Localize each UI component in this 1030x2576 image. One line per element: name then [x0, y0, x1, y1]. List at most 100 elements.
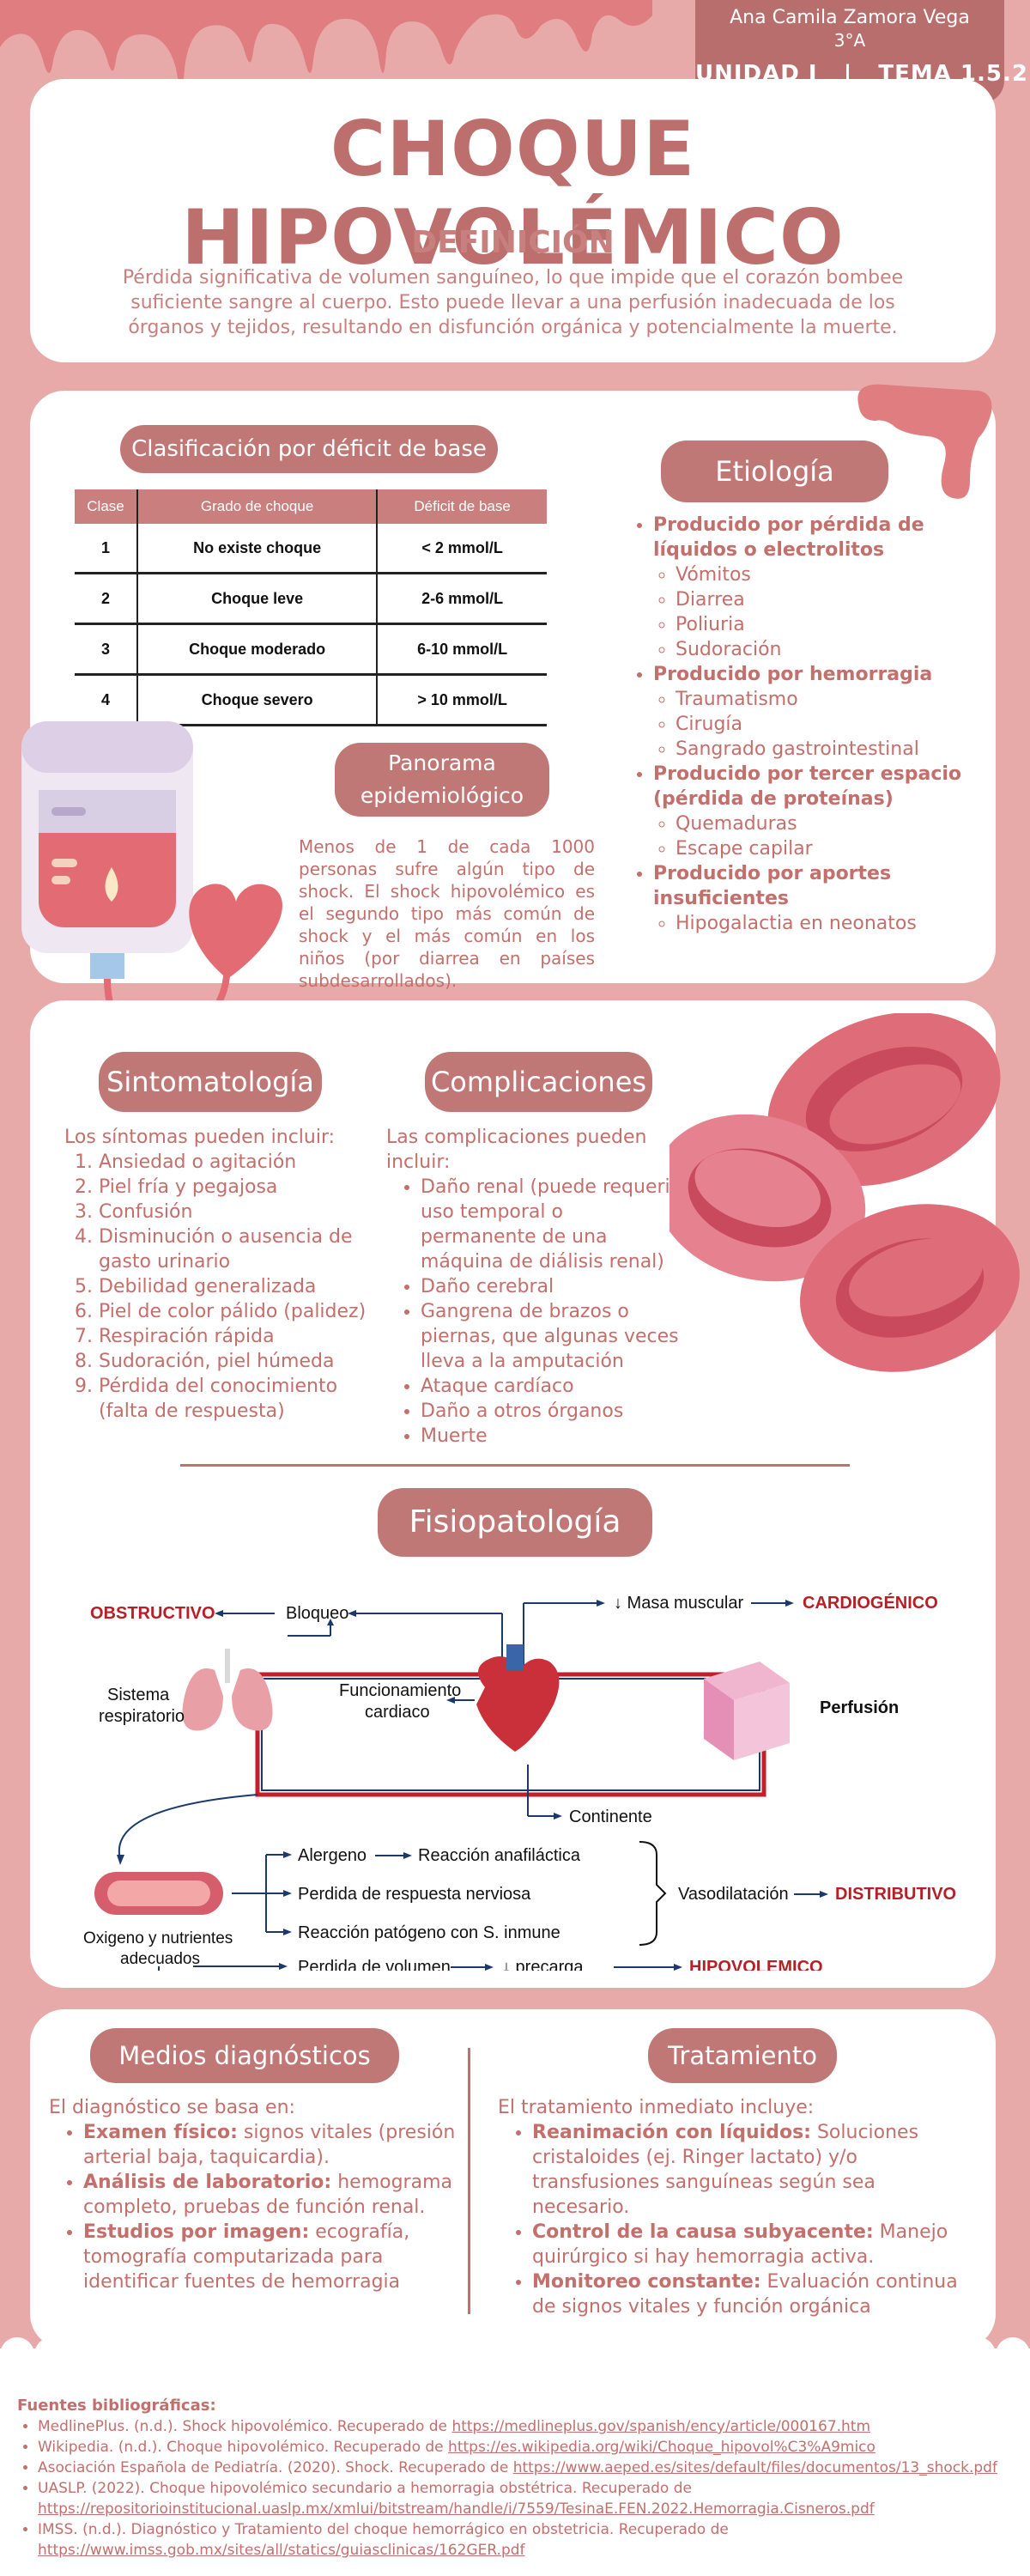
label-masa: ↓ Masa muscular: [614, 1594, 743, 1613]
list-item: Muerte: [421, 1424, 682, 1449]
etiology-group: Producido por tercer espacio (pérdida de…: [653, 762, 983, 861]
label-cardiogenico: CARDIOGÉNICO: [803, 1593, 938, 1613]
table-cell: 6-10 mmol/L: [376, 623, 547, 676]
list-item: Disminución o ausencia de gasto urinario: [99, 1224, 382, 1274]
etiology-list: Producido por pérdida de líquidos o elec…: [631, 513, 983, 936]
panorama-heading-line1: Panorama: [388, 750, 496, 775]
list-item: Debilidad generalizada: [99, 1274, 382, 1299]
physio-heading: Fisiopatología: [378, 1488, 652, 1557]
list-item: Sudoración, piel húmeda: [99, 1349, 382, 1374]
list-item: Respiración rápida: [99, 1324, 382, 1349]
label-sistema: Sistema: [107, 1686, 170, 1704]
label-patogeno: Reacción patógeno con S. inmune: [298, 1923, 560, 1942]
list-item: Cirugía: [676, 712, 983, 737]
etiology-group: Producido por aportes insuficientesHipog…: [653, 861, 983, 936]
list-item-bold: Examen físico:: [83, 2122, 238, 2143]
etiology-sublist: TraumatismoCirugíaSangrado gastrointesti…: [653, 687, 983, 762]
classification-card: Clasificación por déficit de base Clase …: [30, 391, 996, 991]
list-item-text: hemograma completo, pruebas de función r…: [83, 2172, 452, 2218]
label-continente: Continente: [569, 1807, 652, 1826]
list-item: Gangrena de brazos o piernas, que alguna…: [421, 1299, 682, 1374]
iv-bag-heart-illustration: [21, 721, 282, 1037]
label-hipovolemico: HIPOVOLEMICO: [689, 1958, 823, 1971]
reference-link[interactable]: https://www.imss.gob.mx/sites/all/static…: [38, 2542, 525, 2559]
definition-heading: DEFINICIÓN: [411, 225, 615, 260]
diagnosis-block: El diagnóstico se basa en: Examen físico…: [49, 2095, 461, 2294]
author-grade: 3°A: [833, 30, 866, 51]
table-cell: Choque moderado: [136, 623, 378, 676]
list-item: Diarrea: [676, 587, 983, 612]
classification-heading: Clasificación por déficit de base: [120, 425, 498, 473]
list-item-bold: Control de la causa subyacente:: [532, 2221, 874, 2243]
table-cell: < 2 mmol/L: [376, 524, 547, 574]
table-cell: Choque leve: [136, 573, 378, 625]
blood-drip-decoration: [857, 384, 992, 499]
table-cell: > 10 mmol/L: [376, 674, 547, 726]
table-cell: No existe choque: [136, 524, 378, 574]
table-cell: 4: [75, 674, 137, 726]
section-divider: [180, 1464, 850, 1467]
table-header-clase: Clase: [75, 489, 137, 524]
symptoms-intro: Los síntomas pueden incluir:: [64, 1127, 336, 1148]
reference-item: IMSS. (n.d.). Diagnóstico y Tratamiento …: [38, 2519, 1013, 2561]
label-distributivo: DISTRIBUTIVO: [835, 1885, 956, 1904]
table-header-grado: Grado de choque: [136, 489, 378, 524]
reference-text: Asociación Española de Pediatría. (2020)…: [38, 2459, 513, 2476]
label-adecuados: adecuados: [120, 1950, 200, 1968]
author-name: Ana Camila Zamora Vega: [730, 7, 970, 28]
list-item: Vómitos: [676, 562, 983, 587]
list-item-text: ecografía, tomografía computarizada para…: [83, 2221, 410, 2293]
page-title: CHOQUE HIPOVOLÉMICO: [181, 105, 845, 282]
list-item: Poliuria: [676, 612, 983, 637]
label-respiratorio: respiratorio: [99, 1707, 185, 1726]
treatment-intro: El tratamiento inmediato incluye:: [498, 2097, 815, 2118]
list-item-text: signos vitales (presión arterial baja, t…: [83, 2122, 456, 2168]
label-perfusion: Perfusión: [820, 1698, 899, 1717]
reference-link[interactable]: https://www.aeped.es/sites/default/files…: [512, 2459, 997, 2476]
list-item: Pérdida del conocimiento (falta de respu…: [99, 1374, 382, 1424]
reference-link[interactable]: https://medlineplus.gov/spanish/ency/art…: [451, 2418, 871, 2435]
reference-link[interactable]: https://es.wikipedia.org/wiki/Choque_hip…: [448, 2439, 876, 2456]
table-cell: 3: [75, 623, 137, 676]
etiology-heading: Etiología: [661, 440, 888, 502]
complications-heading: Complicaciones: [425, 1052, 652, 1112]
list-item: Quemaduras: [676, 811, 983, 836]
list-item: Estudios por imagen: ecografía, tomograf…: [83, 2220, 461, 2294]
title-card: CHOQUE HIPOVOLÉMICO DEFINICIÓN Pérdida s…: [30, 79, 996, 362]
red-blood-cells-illustration: [670, 1013, 1020, 1372]
reference-text: IMSS. (n.d.). Diagnóstico y Tratamiento …: [38, 2521, 729, 2538]
table-header-deficit: Déficit de base: [376, 489, 547, 524]
drip-decoration-top: [0, 0, 652, 86]
panorama-text: Menos de 1 de cada 1000 personas sufre a…: [299, 836, 595, 991]
symptoms-card: Sintomatología Los síntomas pueden inclu…: [30, 1000, 996, 1988]
complications-block: Las complicaciones pueden incluir: Daño …: [386, 1125, 682, 1449]
label-funcionamiento: Funcionamiento: [339, 1681, 461, 1700]
reference-link[interactable]: https://repositorioinstitucional.uaslp.m…: [38, 2500, 875, 2518]
list-item: Daño renal (puede requerir uso temporal …: [421, 1175, 682, 1274]
definition-text: Pérdida significativa de volumen sanguín…: [122, 267, 904, 338]
label-oxigeno: Oxigeno y nutrientes: [83, 1929, 233, 1947]
table-cell: Choque severo: [136, 674, 378, 726]
etiology-sublist: Hipogalactia en neonatos: [653, 911, 983, 936]
etiology-group-title: Producido por aportes insuficientes: [653, 863, 892, 909]
etiology-group-title: Producido por hemorragia: [653, 664, 933, 685]
list-item: Daño a otros órganos: [421, 1399, 682, 1424]
list-item: Sangrado gastrointestinal: [676, 737, 983, 762]
etiology-group-title: Producido por pérdida de líquidos o elec…: [653, 514, 924, 561]
etiology-sublist: QuemadurasEscape capilar: [653, 811, 983, 861]
list-item: Traumatismo: [676, 687, 983, 712]
diagnosis-intro: El diagnóstico se basa en:: [49, 2097, 295, 2118]
references-heading: Fuentes bibliográficas:: [17, 2397, 216, 2415]
label-obstructivo: OBSTRUCTIVO: [90, 1604, 215, 1623]
list-item: Ataque cardíaco: [421, 1374, 682, 1399]
list-item: Monitoreo constante: Evaluación continua…: [532, 2269, 978, 2319]
list-item: Piel de color pálido (palidez): [99, 1299, 382, 1324]
table-cell: 2-6 mmol/L: [376, 573, 547, 625]
treatment-heading: Tratamiento: [648, 2028, 837, 2083]
list-item: Daño cerebral: [421, 1274, 682, 1299]
etiology-sublist: VómitosDiarreaPoliuriaSudoración: [653, 562, 983, 662]
symptoms-block: Los síntomas pueden incluir: Ansiedad o …: [64, 1125, 382, 1424]
